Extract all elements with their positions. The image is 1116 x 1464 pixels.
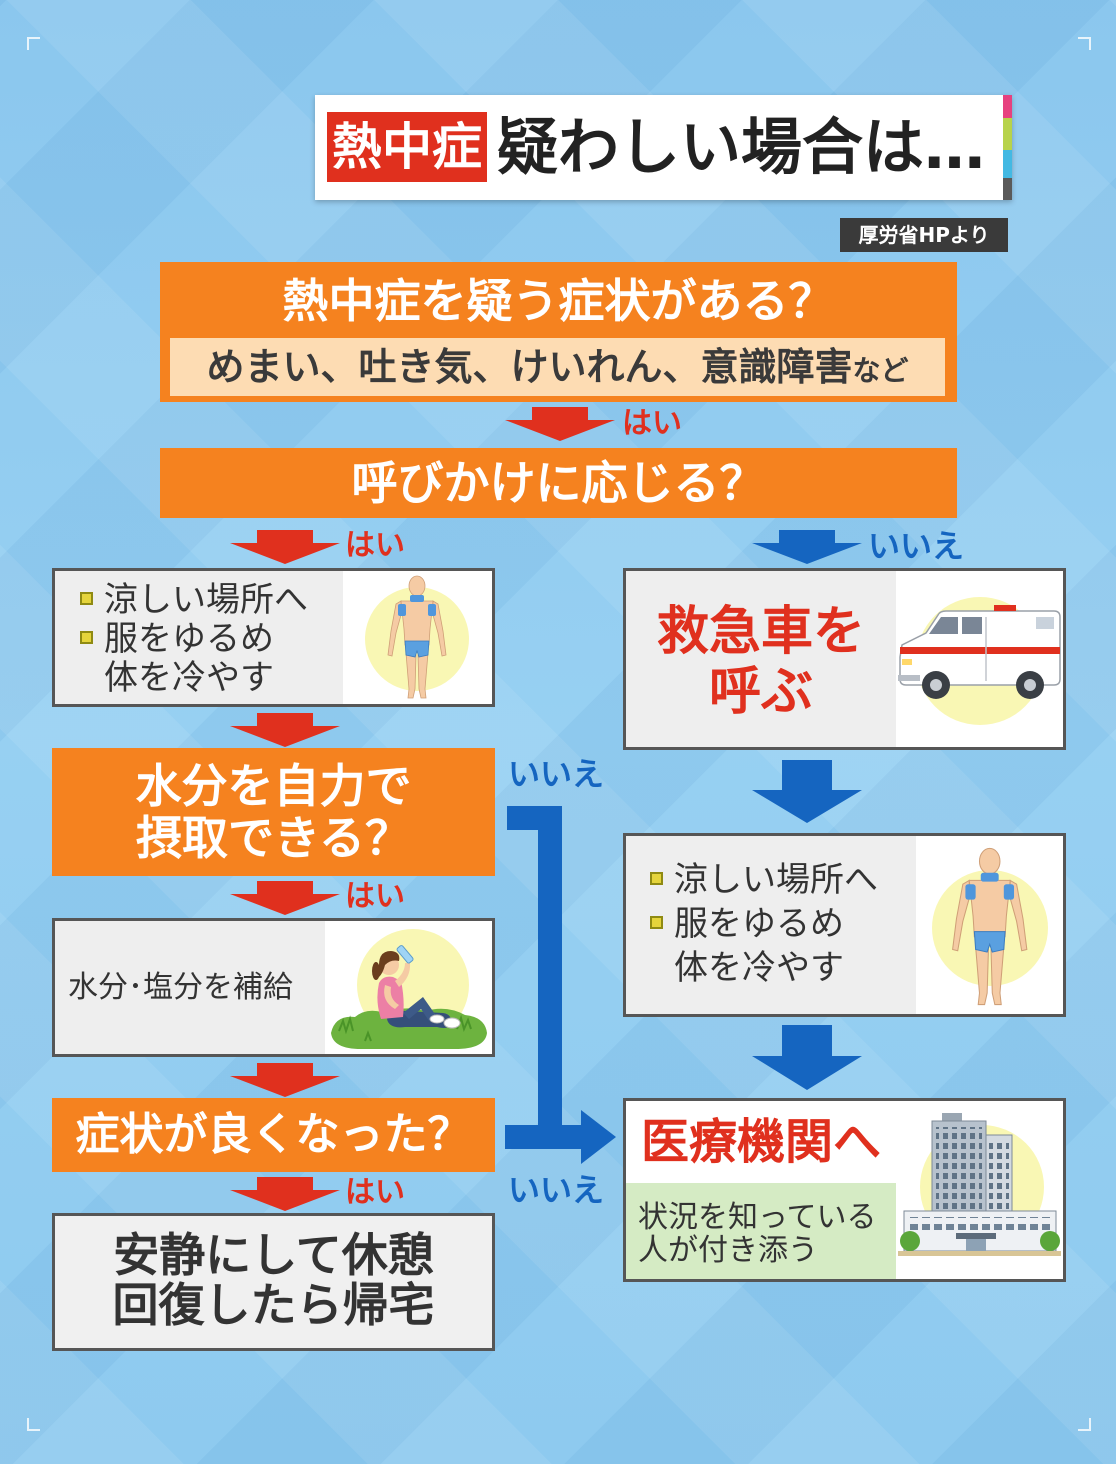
cooling-step-text: 体を冷やす: [104, 658, 274, 698]
rest-box: 安静にして休憩 回復したら帰宅: [52, 1213, 495, 1351]
title-tag: 熱中症: [327, 112, 487, 182]
corner-mark-top-right: [1078, 37, 1091, 50]
ambulance-line: 救急車を: [656, 602, 865, 662]
symptoms-text: めまい、吐き気、けいれん、意識障害: [206, 345, 853, 389]
body-figure: [387, 575, 447, 699]
hydration-box: 水分･塩分を補給: [52, 918, 495, 1057]
question-responsive-box: 呼びかけに応じる？: [160, 448, 957, 518]
body-figure: [952, 847, 1028, 1006]
ambulance-icon: [898, 597, 1061, 725]
list-item: 服をゆるめ: [80, 620, 308, 659]
hospital-building: [898, 1113, 1061, 1256]
cooling-step-text: 服をゆるめ: [674, 904, 844, 944]
question-improved-box: 症状が良くなった？: [52, 1098, 495, 1172]
question-drink-box: 水分を自力で 摂取できる？: [52, 748, 495, 876]
cooling-step-text: 涼しい場所へ: [674, 860, 878, 900]
cooling-steps-list: 涼しい場所へ 服をゆるめ 体を冷やす: [650, 858, 878, 990]
accent-stripe-gray: [1003, 178, 1012, 200]
arrow-down-icon: [752, 1025, 862, 1090]
page-title: 疑わしい場合は…: [497, 112, 986, 183]
cooling-steps-box-right: 涼しい場所へ 服をゆるめ 体を冷やす: [623, 833, 1066, 1017]
arrow-down-icon: [230, 881, 340, 915]
list-item: 服をゆるめ: [650, 902, 878, 946]
ambulance-illustration-panel: [896, 571, 1063, 747]
corner-mark-bottom-right: [1078, 1418, 1091, 1431]
arrow-down-icon: [230, 530, 340, 564]
ambulance-panel: 救急車を 呼ぶ: [626, 571, 896, 747]
list-item: 涼しい場所へ: [80, 581, 308, 620]
square-bullet-icon: [650, 872, 663, 885]
question-symptoms-box: 熱中症を疑う症状がある？ めまい、吐き気、けいれん、意識障害など: [160, 262, 957, 402]
hospital-title: 医療機関へ: [640, 1114, 881, 1170]
accent-stripe-cyan: [1003, 150, 1012, 178]
arrow-down-icon: [230, 1063, 340, 1097]
cooling-steps-box: 涼しい場所へ 服をゆるめ 体を冷やす: [52, 568, 495, 707]
no-label: いいえ: [508, 755, 605, 793]
body-cooling-icon: [365, 575, 469, 699]
ambulance-box: 救急車を 呼ぶ: [623, 568, 1066, 750]
cooling-step-text: 服をゆるめ: [104, 619, 274, 659]
corner-mark-bottom-left: [27, 1418, 40, 1431]
accent-stripe-pink: [1003, 95, 1012, 118]
yes-label: はい: [345, 528, 405, 563]
hospital-building-icon: [898, 1113, 1061, 1256]
rest-line: 回復したら帰宅: [112, 1278, 435, 1332]
arrow-down-icon: [230, 1177, 340, 1211]
arrow-right-icon: [581, 1110, 616, 1164]
cooling-steps-panel: 涼しい場所へ 服をゆるめ 体を冷やす: [626, 836, 916, 1014]
no-label: いいえ: [868, 527, 965, 565]
symptoms-suffix: など: [852, 354, 909, 387]
sitting-woman: [372, 945, 461, 1029]
yes-label: はい: [345, 1175, 405, 1210]
hospital-illustration-panel: [896, 1101, 1063, 1279]
hydration-illustration-panel: [325, 921, 492, 1054]
cooling-steps-panel: 涼しい場所へ 服をゆるめ 体を冷やす: [55, 571, 343, 704]
question-symptoms-title: 熱中症を疑う症状がある？: [282, 274, 835, 328]
arrow-down-icon: [230, 713, 340, 747]
drinking-water-icon: [331, 929, 487, 1049]
list-item: 体を冷やす: [80, 659, 308, 698]
no-path-connector: [505, 806, 616, 1164]
yes-label: はい: [345, 879, 405, 914]
cooling-illustration-panel: [916, 836, 1063, 1014]
question-drink-line: 水分を自力で: [135, 759, 412, 813]
hospital-note: 状況を知っている 人が付き添う: [626, 1183, 896, 1279]
ambulance-vehicle: [898, 605, 1061, 699]
symptoms-list: めまい、吐き気、けいれん、意識障害など: [170, 338, 945, 396]
hospital-note-line: 人が付き添う: [638, 1233, 818, 1268]
rest-line: 安静にして休憩: [113, 1228, 434, 1282]
cooling-illustration-panel: [343, 571, 492, 704]
list-item: 体を冷やす: [650, 946, 878, 990]
accent-stripe-green: [1003, 118, 1012, 150]
square-bullet-icon: [80, 592, 93, 605]
hydration-text: 水分･塩分を補給: [68, 970, 293, 1005]
no-label: いいえ: [508, 1171, 605, 1209]
list-item: 涼しい場所へ: [650, 858, 878, 902]
cooling-steps-list: 涼しい場所へ 服をゆるめ 体を冷やす: [80, 581, 308, 698]
corner-mark-top-left: [27, 37, 40, 50]
cold-packs: [398, 595, 436, 616]
hydration-panel: 水分･塩分を補給: [55, 921, 325, 1054]
question-drink-line: 摂取できる？: [135, 811, 412, 865]
source-badge: 厚労省HPより: [840, 218, 1008, 252]
cooling-step-text: 涼しい場所へ: [104, 580, 308, 620]
square-bullet-icon: [650, 916, 663, 929]
ambulance-line: 呼ぶ: [708, 662, 813, 722]
title-accent-stripes: [1003, 95, 1012, 200]
arrow-down-icon: [752, 760, 862, 823]
yes-label: はい: [622, 406, 682, 441]
cooling-step-text: 体を冷やす: [674, 948, 844, 988]
arrow-down-icon: [752, 530, 862, 564]
hospital-note-line: 状況を知っている: [638, 1200, 877, 1235]
arrow-down-icon: [505, 407, 615, 441]
title-banner: 熱中症 疑わしい場合は…: [315, 95, 1012, 200]
square-bullet-icon: [80, 631, 93, 644]
body-cooling-icon: [932, 847, 1048, 1006]
hospital-box: 医療機関へ 状況を知っている 人が付き添う: [623, 1098, 1066, 1282]
